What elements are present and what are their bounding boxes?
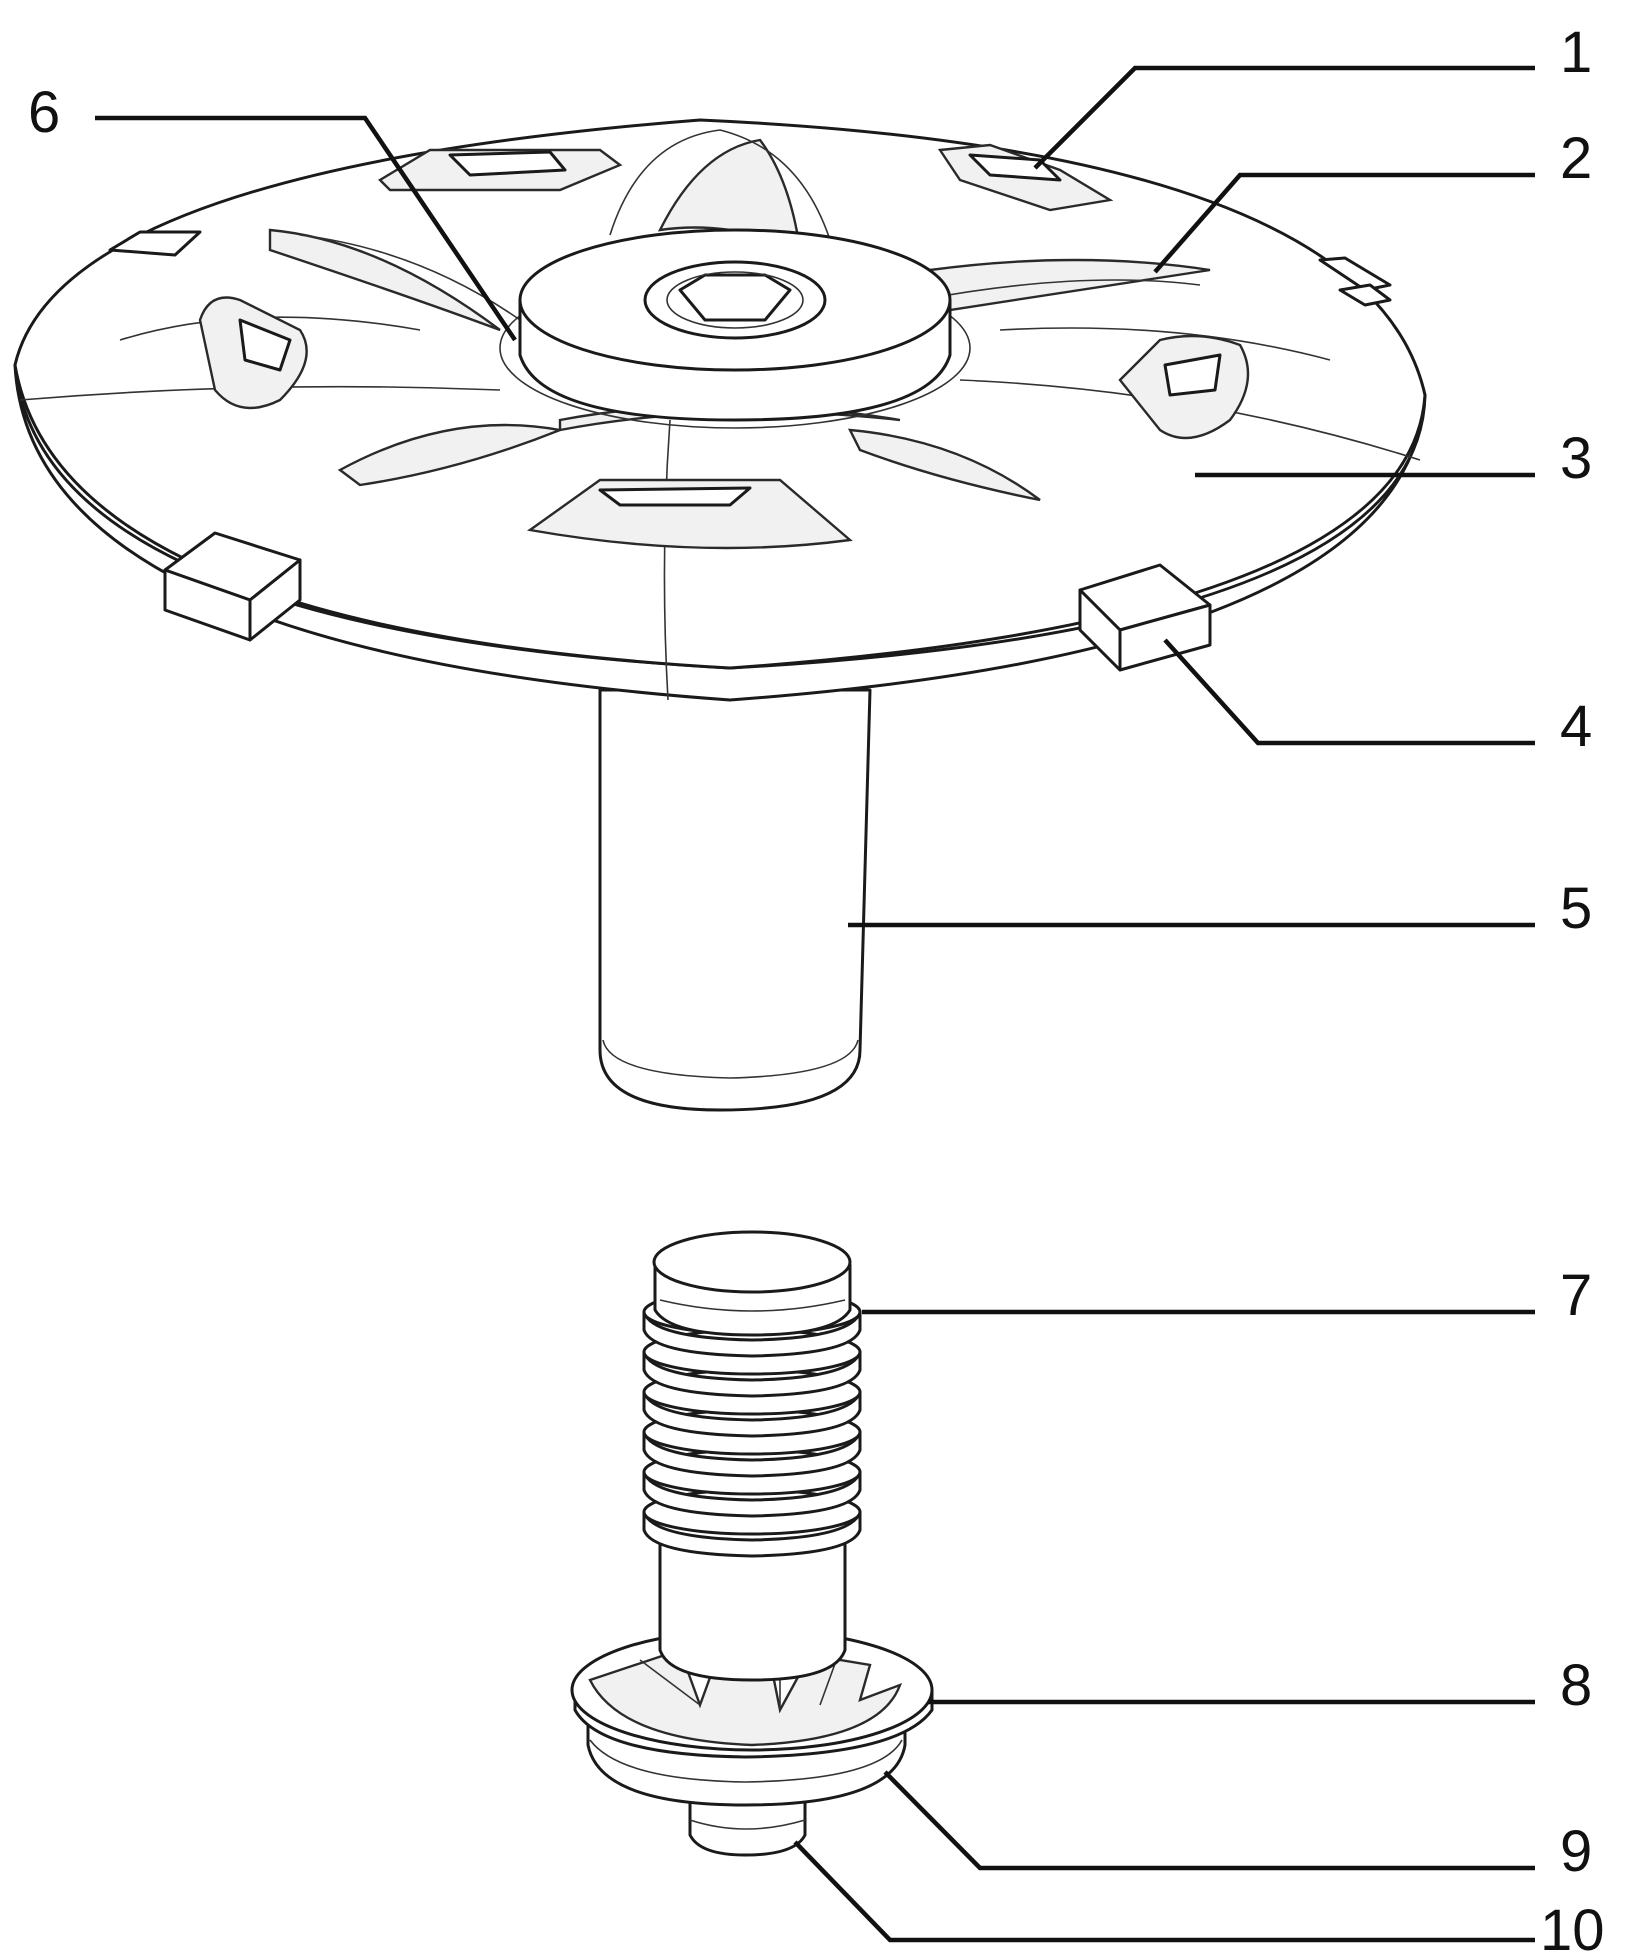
pin-top <box>652 1230 852 1337</box>
central-boss <box>499 228 971 429</box>
anchor-plate-assembly <box>13 118 1427 1112</box>
pin-tip <box>688 1798 807 1857</box>
threaded-pin <box>570 1230 934 1857</box>
leader-1 <box>1033 65 1535 170</box>
callouts: 1 2 3 4 5 6 7 8 9 10 <box>28 20 1605 1957</box>
callout-10: 10 <box>1540 1898 1605 1957</box>
leader-10 <box>793 1840 1535 1943</box>
leader-lines <box>95 65 1535 1943</box>
flange <box>570 1628 934 1759</box>
callout-4: 4 <box>1560 694 1592 759</box>
callout-1: 1 <box>1560 20 1592 85</box>
leader-6 <box>95 115 517 342</box>
callout-9: 9 <box>1560 1819 1592 1884</box>
leader-4 <box>1163 638 1535 746</box>
callout-2: 2 <box>1560 126 1592 191</box>
barbs <box>163 531 1212 672</box>
sleeve-shank <box>598 688 872 1112</box>
callout-5: 5 <box>1560 876 1592 941</box>
callout-3: 3 <box>1560 426 1592 491</box>
leader-9 <box>883 1770 1535 1871</box>
leader-2 <box>1153 172 1535 274</box>
callout-7: 7 <box>1560 1263 1592 1328</box>
callout-6: 6 <box>28 80 60 145</box>
callout-8: 8 <box>1560 1653 1592 1718</box>
rim-slots <box>108 230 1392 307</box>
countersunk-holes <box>198 143 1250 550</box>
pin-shank <box>658 1538 847 1682</box>
